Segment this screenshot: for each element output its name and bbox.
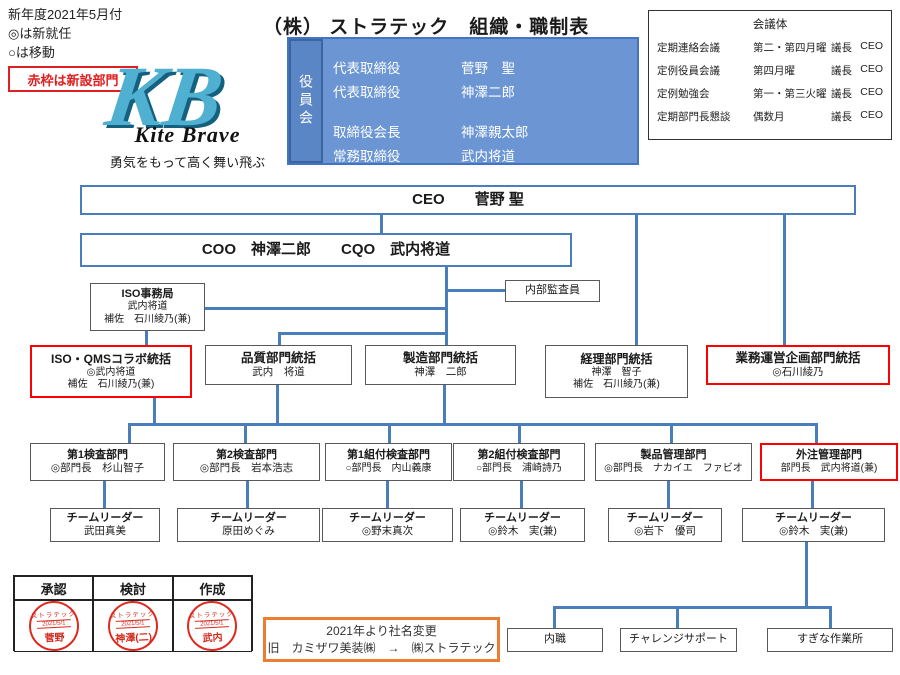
dept-outsourcing-management-box: 外注管理部門 部門長 武内将道(兼) (760, 443, 898, 481)
dept-assembly-inspection2-box: 第2組付検査部門 ○部門長 浦崎詩乃 (453, 443, 585, 481)
connector (829, 606, 832, 628)
partner-naishoku-box: 内職 (507, 628, 603, 652)
hanko-stamp: ストラテック 2021/5/1 菅野 (27, 599, 80, 653)
division-operations-planning-box: 業務運営企画部門統括 ◎石川綾乃 (706, 345, 890, 385)
connector (103, 481, 106, 508)
legend-new-dept-note: 赤枠は新設部門 (8, 66, 138, 92)
legend-date: 新年度2021年5月付 (8, 7, 123, 22)
connector (670, 423, 673, 443)
dept-inspection1-box: 第1検査部門 ◎部門長 杉山智子 (30, 443, 165, 481)
legend-transfer: ○は移動 (8, 44, 55, 60)
connector (380, 215, 383, 233)
company-rename-note: 2021年より社名変更 旧 カミザワ美装㈱ → ㈱ストラテック (263, 617, 500, 662)
connector (815, 423, 818, 443)
team-leader-box: チームリーダー 武田真美 (50, 508, 160, 542)
board-members: 代表取締役 菅野 聖 代表取締役 神澤二郎 取締役会長 神澤親太郎 常務取締役 … (333, 53, 631, 165)
board-label: 役員会 (289, 39, 323, 163)
page-title: （株） ストラテック 組織・職制表 (263, 17, 590, 38)
connector (811, 481, 814, 508)
legend: 新年度2021年5月付 ◎は新就任 ○は移動 (8, 6, 198, 63)
connector (553, 606, 556, 628)
connector (128, 423, 818, 426)
connector (553, 606, 832, 609)
hanko-stamp: ストラテック 2021/5/1 武内 (186, 599, 239, 653)
approval-header: 作成 (172, 576, 252, 600)
team-leader-box: チームリーダー ◎野末真次 (322, 508, 453, 542)
approval-cell: ストラテック 2021/5/1 神澤(二) (93, 599, 173, 653)
svg-text:KB: KB (100, 48, 229, 140)
division-accounting-box: 経理部門統括 神澤 智子 補佐 石川綾乃(兼) (545, 345, 688, 398)
partner-sugina-box: すぎな作業所 (767, 628, 893, 652)
team-leader-box: チームリーダー ◎岩下 優司 (608, 508, 722, 542)
meeting-row: 定例役員会議 第四月曜 議長 CEO (657, 63, 883, 77)
connector (635, 215, 638, 345)
connector (276, 385, 279, 423)
division-manufacturing-box: 製造部門統括 神澤 二郎 (365, 345, 516, 385)
meeting-row: 定例勉強会 第一・第三火曜 議長 CEO (657, 86, 883, 100)
connector (667, 481, 670, 508)
connector (246, 481, 249, 508)
iso-office-box: ISO事務局 武内将道 補佐 石川綾乃(兼) (90, 283, 205, 331)
connector (244, 423, 247, 443)
board-member: 常務取締役 武内将道 (333, 149, 515, 164)
board-member: 代表取締役 菅野 聖 (333, 61, 515, 76)
partner-challenge-support-box: チャレンジサポート (620, 628, 737, 652)
internal-auditor-box: 内部監査員 (505, 280, 600, 302)
connector (386, 481, 389, 508)
connector (805, 542, 808, 608)
dept-product-management-box: 製品管理部門 ◎部門長 ナカイエ ファビオ (595, 443, 752, 481)
logo-tagline: 勇気をもって高く舞い飛ぶ (109, 155, 266, 170)
meeting-row: 定期連絡会議 第二・第四月曜 議長 CEO (657, 40, 883, 54)
connector (783, 215, 786, 345)
approval-table: 承認 検討 作成 ストラテック 2021/5/1 菅野 ストラテック 2021/… (13, 575, 253, 653)
approval-cell: ストラテック 2021/5/1 武内 (172, 599, 252, 653)
board-member: 代表取締役 神澤二郎 (333, 85, 515, 100)
connector (388, 423, 391, 443)
meetings-title: 会議体 (752, 19, 788, 31)
connector (278, 332, 448, 335)
connector (205, 307, 448, 310)
hanko-stamp: ストラテック 2021/5/1 神澤(二) (106, 599, 160, 653)
coo-cqo-box: COO 神澤二郎 CQO 武内将道 (80, 233, 572, 267)
company-logo: KB KB (96, 48, 276, 147)
meeting-row: 定期部門長懇談 偶数月 議長 CEO (657, 109, 883, 123)
dept-inspection2-box: 第2検査部門 ◎部門長 岩本浩志 (173, 443, 320, 481)
approval-header: 承認 (14, 576, 94, 600)
division-iso-qms-box: ISO・QMSコラボ統括 ◎武内将道 補佐 石川綾乃(兼) (30, 345, 192, 398)
connector (153, 398, 156, 423)
connector (278, 332, 281, 345)
dept-assembly-inspection1-box: 第1組付検査部門 ○部門長 内山義康 (325, 443, 452, 481)
connector (445, 267, 448, 345)
connector (447, 289, 505, 292)
team-leader-box: チームリーダー 原田めぐみ (177, 508, 320, 542)
team-leader-box: チームリーダー ◎鈴木 実(兼) (460, 508, 585, 542)
approval-header: 検討 (93, 576, 173, 600)
connector (520, 481, 523, 508)
team-leader-box: チームリーダー ◎鈴木 実(兼) (742, 508, 885, 542)
approval-cell: ストラテック 2021/5/1 菅野 (14, 599, 94, 653)
ceo-box: CEO 菅野 聖 (80, 185, 856, 215)
connector (145, 331, 148, 345)
connector (128, 423, 131, 443)
connector (443, 385, 446, 423)
svg-text:KB: KB (103, 51, 232, 140)
meetings-box: 会議体 定期連絡会議 第二・第四月曜 議長 CEO 定例役員会議 第四月曜 議長… (648, 10, 892, 140)
connector (676, 606, 679, 628)
division-quality-box: 品質部門統括 武内 将道 (205, 345, 352, 385)
legend-new-appointee: ◎は新就任 (8, 25, 72, 41)
connector (518, 423, 521, 443)
board-member: 取締役会長 神澤親太郎 (333, 125, 529, 140)
kb-logo-icon: KB KB (100, 48, 233, 147)
board-box: 役員会 代表取締役 菅野 聖 代表取締役 神澤二郎 取締役会長 神澤親太郎 常務… (287, 37, 639, 165)
logo-wordmark: Kite Brave (134, 122, 241, 147)
